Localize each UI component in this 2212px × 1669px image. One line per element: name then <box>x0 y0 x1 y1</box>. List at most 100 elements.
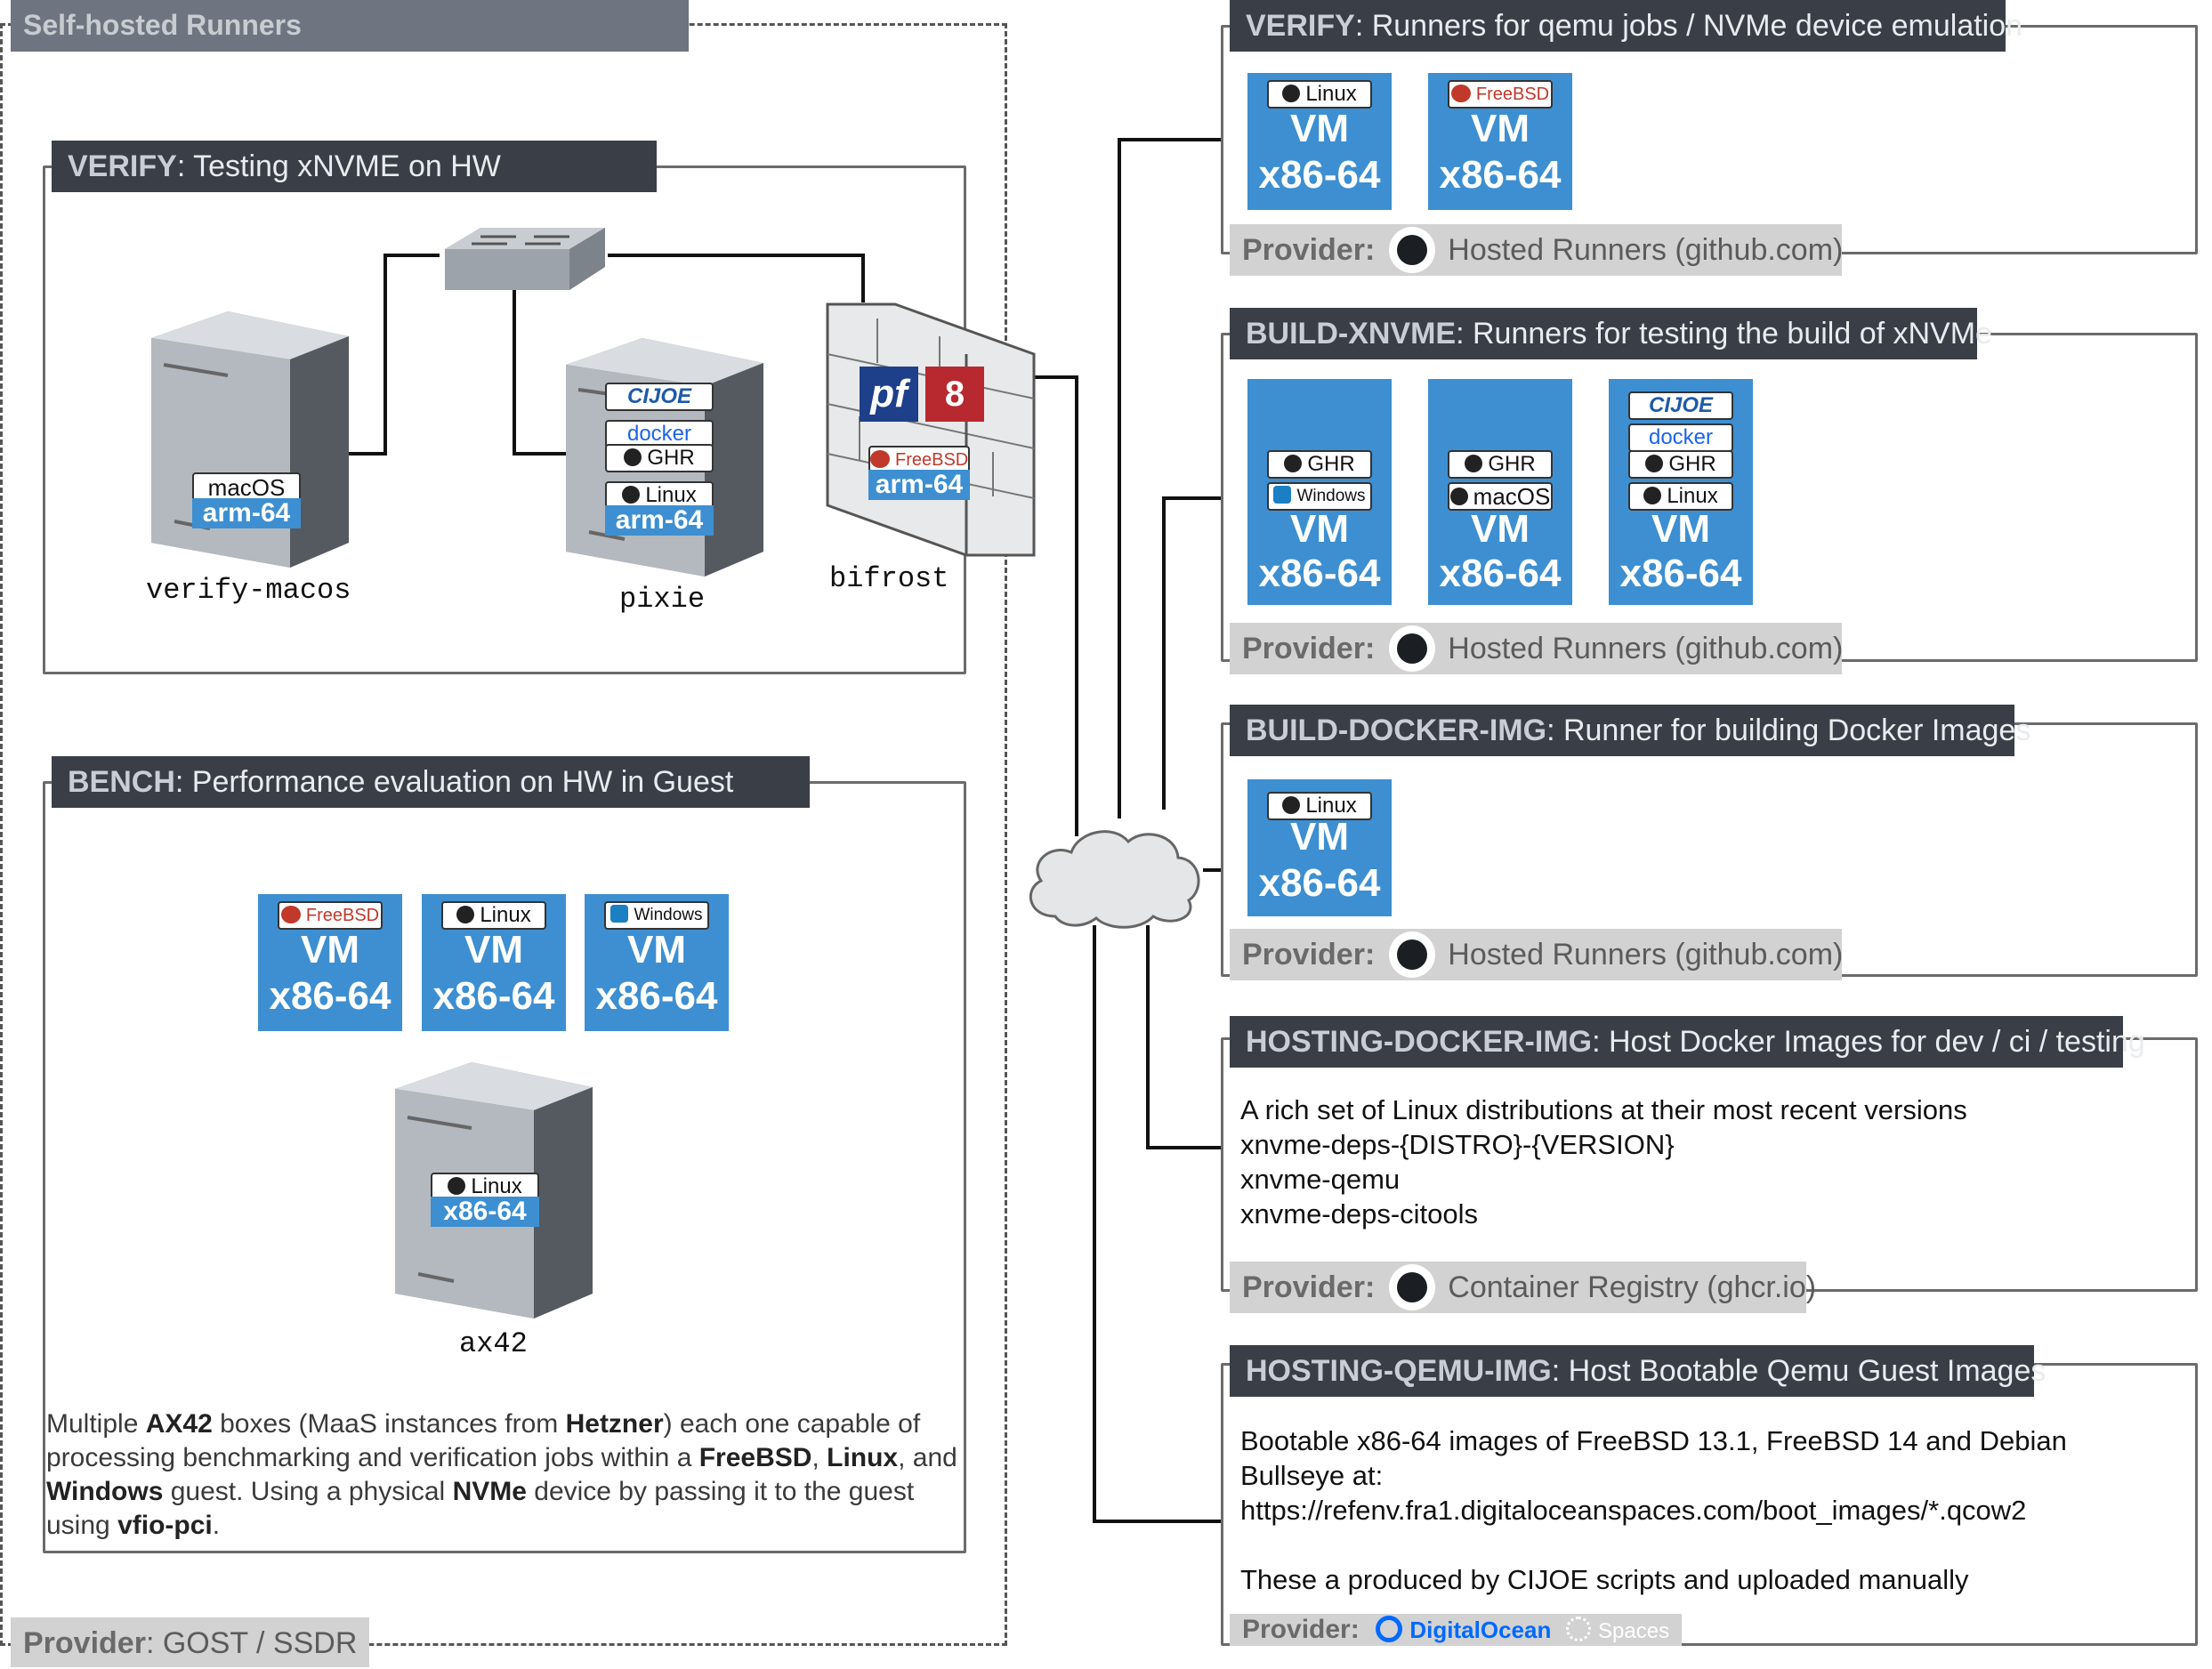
vm-label: VM <box>1290 815 1349 859</box>
tag-label: Linux <box>471 1174 522 1198</box>
tag-label: GHR <box>1307 452 1355 476</box>
text-line: These a produced by CIJOE scripts and up… <box>1240 1564 1969 1595</box>
tag-label: Linux <box>645 483 697 507</box>
tag-label: GHR <box>1488 452 1536 476</box>
hosting-docker-text: A rich set of Linux distributions at the… <box>1240 1093 1967 1231</box>
verify-vm-linux: Linux VM x86-64 <box>1247 73 1392 210</box>
ax42-linux-tag: Linux <box>431 1173 539 1201</box>
verify-qemu-header: VERIFY: Runners for qemu jobs / NVMe dev… <box>1230 0 2022 52</box>
tag-label: Windows <box>634 906 703 924</box>
verify-hw-header: VERIFY: Testing xNVME on HW <box>52 141 657 192</box>
hosting-qemu-header: HOSTING-QEMU-IMG: Host Bootable Qemu Gue… <box>1230 1345 2046 1397</box>
text-line: Bullseye at: <box>1240 1460 1384 1491</box>
github-icon <box>1389 931 1436 979</box>
tag-label: FreeBSD <box>895 450 969 470</box>
pixie-docker-tag: docker <box>605 420 714 448</box>
self-hosted-title: Self-hosted Runners <box>11 0 689 52</box>
self-hosted-title-text: Self-hosted Runners <box>23 9 302 41</box>
tag-label: Linux <box>1305 82 1357 106</box>
github-icon <box>1389 625 1436 673</box>
provider-label: Provider <box>23 1626 146 1660</box>
docker-tag: docker <box>1628 423 1733 452</box>
build-xnvme-header: BUILD-XNVME: Runners for testing the bui… <box>1230 308 1992 359</box>
freebsd-icon <box>870 449 890 468</box>
hosting-qemu-provider: Provider: DigitalOcean Spaces <box>1230 1614 1682 1646</box>
self-hosted-provider: Provider: GOST / SSDR <box>11 1617 370 1667</box>
bench-vm-windows: Windows VM x86-64 <box>585 894 729 1031</box>
tag-label: FreeBSD <box>1475 85 1550 104</box>
tux-icon <box>456 905 475 923</box>
header-rest: : Testing xNVME on HW <box>176 149 501 183</box>
freebsd-tag: FreeBSD <box>1448 80 1553 109</box>
linux-tag: Linux <box>441 901 546 930</box>
provider-label: Provider: <box>1242 632 1376 665</box>
pfsense-logo-icon: pf <box>860 367 918 422</box>
build-vm-macos: GHR macOS VM x86-64 <box>1428 379 1572 605</box>
vm-label: VM <box>301 928 359 972</box>
freebsd-tag: FreeBSD <box>278 901 383 930</box>
vm-arch: x86-64 <box>432 974 555 1018</box>
cijoe-tag: CIJOE <box>1628 391 1733 420</box>
tux-icon <box>1282 795 1301 814</box>
pixie-cijoe-tag: CIJOE <box>605 383 714 411</box>
header-rest: : Performance evaluation on HW in Guest <box>174 765 734 799</box>
tag-label: Linux <box>1305 794 1357 818</box>
provider-label: Provider: <box>1242 938 1376 972</box>
build-xnvme-provider: Provider: Hosted Runners (github.com) <box>1230 623 1844 674</box>
network-switch-icon <box>445 228 605 290</box>
tag-label: Windows <box>1296 487 1366 505</box>
tux-icon <box>448 1176 466 1195</box>
vm-label: VM <box>1651 507 1710 551</box>
spaces-icon <box>1565 1617 1591 1642</box>
header-bold: BENCH <box>68 765 175 799</box>
pixie-ghr-tag: GHR <box>605 444 714 472</box>
apple-icon <box>1449 488 1468 506</box>
text-line <box>1240 1528 2067 1562</box>
vm-label: VM <box>627 928 686 972</box>
build-vm-linux: CIJOE docker GHR Linux VM x86-64 <box>1609 379 1753 605</box>
provider-label: Provider: <box>1242 1615 1360 1644</box>
spaces-label: Spaces <box>1598 1619 1670 1643</box>
build-vm-windows: GHR Windows VM x86-64 <box>1247 379 1392 605</box>
linux-tag: Linux <box>1628 482 1733 511</box>
freebsd-icon <box>1450 84 1471 102</box>
windows-icon <box>1273 485 1292 504</box>
ghr-tag: GHR <box>1267 450 1372 479</box>
provider-value: Hosted Runners (github.com) <box>1448 233 1844 267</box>
build-docker-header: BUILD-DOCKER-IMG: Runner for building Do… <box>1230 705 2030 756</box>
vm-arch: x86-64 <box>1258 552 1381 595</box>
windows-icon <box>610 904 629 923</box>
text-line: xnvme-qemu <box>1240 1164 1401 1195</box>
header-rest: : Runner for building Docker Images <box>1546 714 2031 747</box>
header-rest: : Host Docker Images for dev / ci / test… <box>1592 1025 2145 1059</box>
vm-arch: x86-64 <box>1258 861 1381 905</box>
tag-label: FreeBSD <box>305 906 380 925</box>
provider-value: Container Registry (ghcr.io) <box>1448 1270 1817 1304</box>
text-line: https://refenv.fra1.digitaloceanspaces.c… <box>1240 1495 2027 1526</box>
docker-vm-linux: Linux VM x86-64 <box>1247 779 1392 916</box>
text-line: xnvme-deps-citools <box>1240 1198 1479 1230</box>
firewall-bifrost-icon <box>826 302 1036 557</box>
bifrost-name: bifrost <box>829 562 949 595</box>
pixie-name: pixie <box>619 583 706 616</box>
windows-tag: Windows <box>604 901 709 930</box>
bench-header: BENCH: Performance evaluation on HW in G… <box>52 756 810 808</box>
ghr-tag: GHR <box>1628 450 1733 479</box>
header-bold: BUILD-DOCKER-IMG <box>1246 714 1547 747</box>
tag-label: GHR <box>647 446 695 470</box>
ax42-arch: x86-64 <box>431 1197 539 1227</box>
macos-tag: macOS <box>1448 482 1553 511</box>
provider-value: Hosted Runners (github.com) <box>1448 632 1844 665</box>
linux-tag: Linux <box>1267 792 1372 820</box>
github-icon <box>1389 1264 1436 1311</box>
tux-icon <box>1282 84 1301 102</box>
vm-arch: x86-64 <box>1439 153 1562 197</box>
verify-vm-freebsd: FreeBSD VM x86-64 <box>1428 73 1572 210</box>
tag-label: Linux <box>480 903 531 927</box>
hosting-docker-header: HOSTING-DOCKER-IMG: Host Docker Images f… <box>1230 1016 2145 1068</box>
github-icon <box>1389 227 1436 274</box>
vm-label: VM <box>1290 107 1349 150</box>
tag-label: Linux <box>1667 484 1718 508</box>
text-line: xnvme-deps-{DISTRO}-{VERSION} <box>1240 1129 1675 1160</box>
